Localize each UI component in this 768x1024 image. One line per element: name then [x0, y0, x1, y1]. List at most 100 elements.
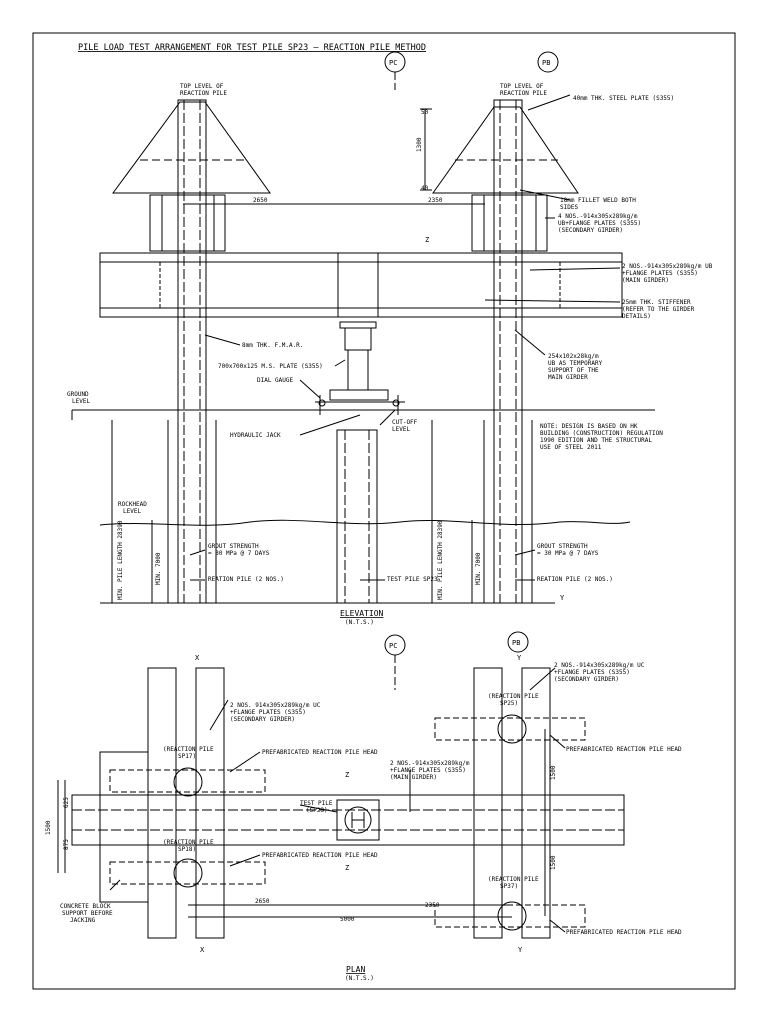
svg-text:REATION PILE (2 NOS.): REATION PILE (2 NOS.): [208, 576, 284, 583]
svg-text:2350: 2350: [428, 197, 443, 204]
svg-text:REATION PILE (2 NOS.): REATION PILE (2 NOS.): [537, 576, 613, 583]
svg-text:+FLANGE PLATES (S355): +FLANGE PLATES (S355): [554, 669, 630, 676]
svg-text:CONCRETE BLOCK: CONCRETE BLOCK: [60, 903, 111, 910]
svg-text:(MAIN GIRDER): (MAIN GIRDER): [622, 277, 669, 284]
svg-text:MIN. 7000: MIN. 7000: [155, 552, 162, 585]
svg-text:PC: PC: [389, 59, 397, 67]
svg-text:(SECONDARY GIRDER): (SECONDARY GIRDER): [230, 716, 295, 723]
svg-text:40: 40: [421, 185, 429, 192]
secondary-girder-left: [149, 194, 226, 252]
svg-text:LEVEL: LEVEL: [123, 508, 141, 515]
svg-text:DETAILS): DETAILS): [622, 313, 651, 320]
svg-text:HYDRAULIC JACK: HYDRAULIC JACK: [230, 432, 281, 439]
svg-text:(N.T.S.): (N.T.S.): [345, 619, 374, 626]
test-pile-plan-plate: [336, 799, 380, 841]
svg-text:(REACTION PILE: (REACTION PILE: [163, 839, 214, 846]
svg-text:SIDES: SIDES: [560, 204, 578, 211]
svg-text:USE OF STEEL 2011: USE OF STEEL 2011: [540, 444, 602, 451]
prefab-head-sp17: [109, 769, 266, 793]
svg-text:PB: PB: [512, 639, 520, 647]
svg-text:UB AS TEMPORARY: UB AS TEMPORARY: [548, 360, 603, 367]
plan-main-girder: [71, 794, 625, 846]
svg-text:875: 875: [63, 839, 70, 850]
svg-text:Y: Y: [517, 654, 522, 662]
svg-text:4 NOS.-914x305x289kg/m: 4 NOS.-914x305x289kg/m: [558, 213, 638, 220]
svg-text:JACKING: JACKING: [70, 917, 96, 924]
svg-text:(REACTION PILE: (REACTION PILE: [163, 746, 214, 753]
svg-text:1500: 1500: [550, 855, 557, 870]
svg-text:(REFER TO THE GIRDER: (REFER TO THE GIRDER: [622, 306, 695, 313]
svg-text:GROUT STRENGTH: GROUT STRENGTH: [537, 543, 588, 550]
svg-text:(SECONDARY GIRDER): (SECONDARY GIRDER): [554, 676, 619, 683]
svg-text:(SECONDARY GIRDER): (SECONDARY GIRDER): [558, 227, 623, 234]
svg-text:REACTION PILE: REACTION PILE: [180, 90, 227, 97]
svg-text:MIN. PILE LENGTH 28390: MIN. PILE LENGTH 28390: [117, 520, 124, 600]
rockhead-line: [99, 519, 631, 526]
svg-text:MAIN GIRDER: MAIN GIRDER: [548, 374, 588, 381]
svg-text:1500: 1500: [45, 820, 52, 835]
svg-text:40mm THK. STEEL PLATE (S355): 40mm THK. STEEL PLATE (S355): [573, 95, 674, 102]
svg-text:2350: 2350: [425, 902, 440, 909]
svg-text:X: X: [195, 654, 200, 662]
svg-text:GROUND: GROUND: [67, 391, 89, 398]
plan-secondary-girder-right-b: [521, 667, 551, 939]
svg-text:(REACTION PILE: (REACTION PILE: [488, 693, 539, 700]
svg-text:X: X: [200, 946, 205, 954]
svg-text:+FLANGE PLATES (S355): +FLANGE PLATES (S355): [390, 767, 466, 774]
grid-bubble-pc-plan: PC: [384, 634, 406, 690]
svg-text:(N.T.S.): (N.T.S.): [345, 975, 374, 982]
svg-text:SP17): SP17): [178, 753, 196, 760]
svg-text:PREFABRICATED REACTION PILE HE: PREFABRICATED REACTION PILE HEAD: [566, 929, 682, 936]
reaction-pile-sp18: [173, 858, 203, 888]
svg-text:2 NOS.-914x305x289kg/m UC: 2 NOS.-914x305x289kg/m UC: [554, 662, 645, 669]
svg-text:2 NOS.-914x305x289kg/m: 2 NOS.-914x305x289kg/m: [390, 760, 470, 767]
svg-text:CUT-OFF: CUT-OFF: [392, 419, 418, 426]
svg-text:18mm FILLET WELD BOTH: 18mm FILLET WELD BOTH: [560, 197, 636, 204]
plan-view: [57, 667, 625, 939]
svg-text:2650: 2650: [255, 898, 270, 905]
svg-text:BUILDING (CONSTRUCTION) REGULA: BUILDING (CONSTRUCTION) REGULATION: [540, 430, 663, 437]
svg-text:(REACTION PILE: (REACTION PILE: [488, 876, 539, 883]
svg-text:REACTION PILE: REACTION PILE: [500, 90, 547, 97]
svg-text:Z: Z: [345, 864, 349, 872]
svg-text:SUPPORT BEFORE: SUPPORT BEFORE: [62, 910, 113, 917]
svg-text:+FLANGE PLATES (S355): +FLANGE PLATES (S355): [622, 270, 698, 277]
svg-text:GROUT STRENGTH: GROUT STRENGTH: [208, 543, 259, 550]
svg-text:700x700x125 M.S. PLATE (S355): 700x700x125 M.S. PLATE (S355): [218, 363, 323, 370]
svg-text:MIN. 7000: MIN. 7000: [475, 552, 482, 585]
sheet-border: [32, 32, 736, 990]
svg-text:LEVEL: LEVEL: [72, 398, 90, 405]
grid-bubble-pb-top: PB: [537, 51, 559, 73]
svg-text:ROCKHEAD: ROCKHEAD: [118, 501, 147, 508]
dial-gauge: [318, 399, 326, 407]
svg-text:50: 50: [421, 109, 429, 116]
svg-text:PREFABRICATED REACTION PILE HE: PREFABRICATED REACTION PILE HEAD: [262, 852, 378, 859]
reaction-pile-sp37: [497, 901, 527, 931]
svg-text:TEST PILE: TEST PILE: [300, 800, 333, 807]
svg-text:2650: 2650: [253, 197, 268, 204]
plan-labels: X Y 2 NOS. 914x305x289kg/m UC +FLANGE PL…: [45, 654, 682, 982]
svg-text:PB: PB: [542, 59, 550, 67]
svg-text:ELEVATION: ELEVATION: [340, 609, 384, 618]
svg-text:+FLANGE PLATES (S355): +FLANGE PLATES (S355): [230, 709, 306, 716]
svg-text:= 30 MPa @ 7 DAYS: = 30 MPa @ 7 DAYS: [208, 550, 270, 557]
svg-text:SP25): SP25): [500, 700, 518, 707]
svg-text:254x102x28kg/m: 254x102x28kg/m: [548, 353, 599, 360]
drawing-title: PILE LOAD TEST ARRANGEMENT FOR TEST PILE…: [78, 43, 426, 53]
svg-text:SUPPORT OF THE: SUPPORT OF THE: [548, 367, 599, 374]
svg-text:TEST PILE SP23: TEST PILE SP23: [387, 576, 438, 583]
svg-text:1500: 1500: [550, 765, 557, 780]
svg-text:PLAN: PLAN: [346, 965, 365, 974]
svg-text:2 NOS. 914x305x289kg/m UC: 2 NOS. 914x305x289kg/m UC: [230, 702, 321, 709]
secondary-girder-right: [471, 194, 548, 252]
svg-text:LEVEL: LEVEL: [392, 426, 410, 433]
svg-text:MIN. PILE LENGTH 28390: MIN. PILE LENGTH 28390: [437, 520, 444, 600]
svg-text:1990 EDITION AND THE STRUCTURA: 1990 EDITION AND THE STRUCTURAL: [540, 437, 652, 444]
elevation-view: [71, 94, 655, 604]
svg-text:8mm THK. F.M.A.R.: 8mm THK. F.M.A.R.: [242, 342, 303, 349]
svg-text:UB+FLANGE PLATES (S355): UB+FLANGE PLATES (S355): [558, 220, 641, 227]
plan-secondary-girder-right-a: [473, 667, 503, 939]
grid-bubble-pb-plan: PB: [507, 631, 529, 653]
svg-text:(SP23): (SP23): [306, 807, 328, 814]
